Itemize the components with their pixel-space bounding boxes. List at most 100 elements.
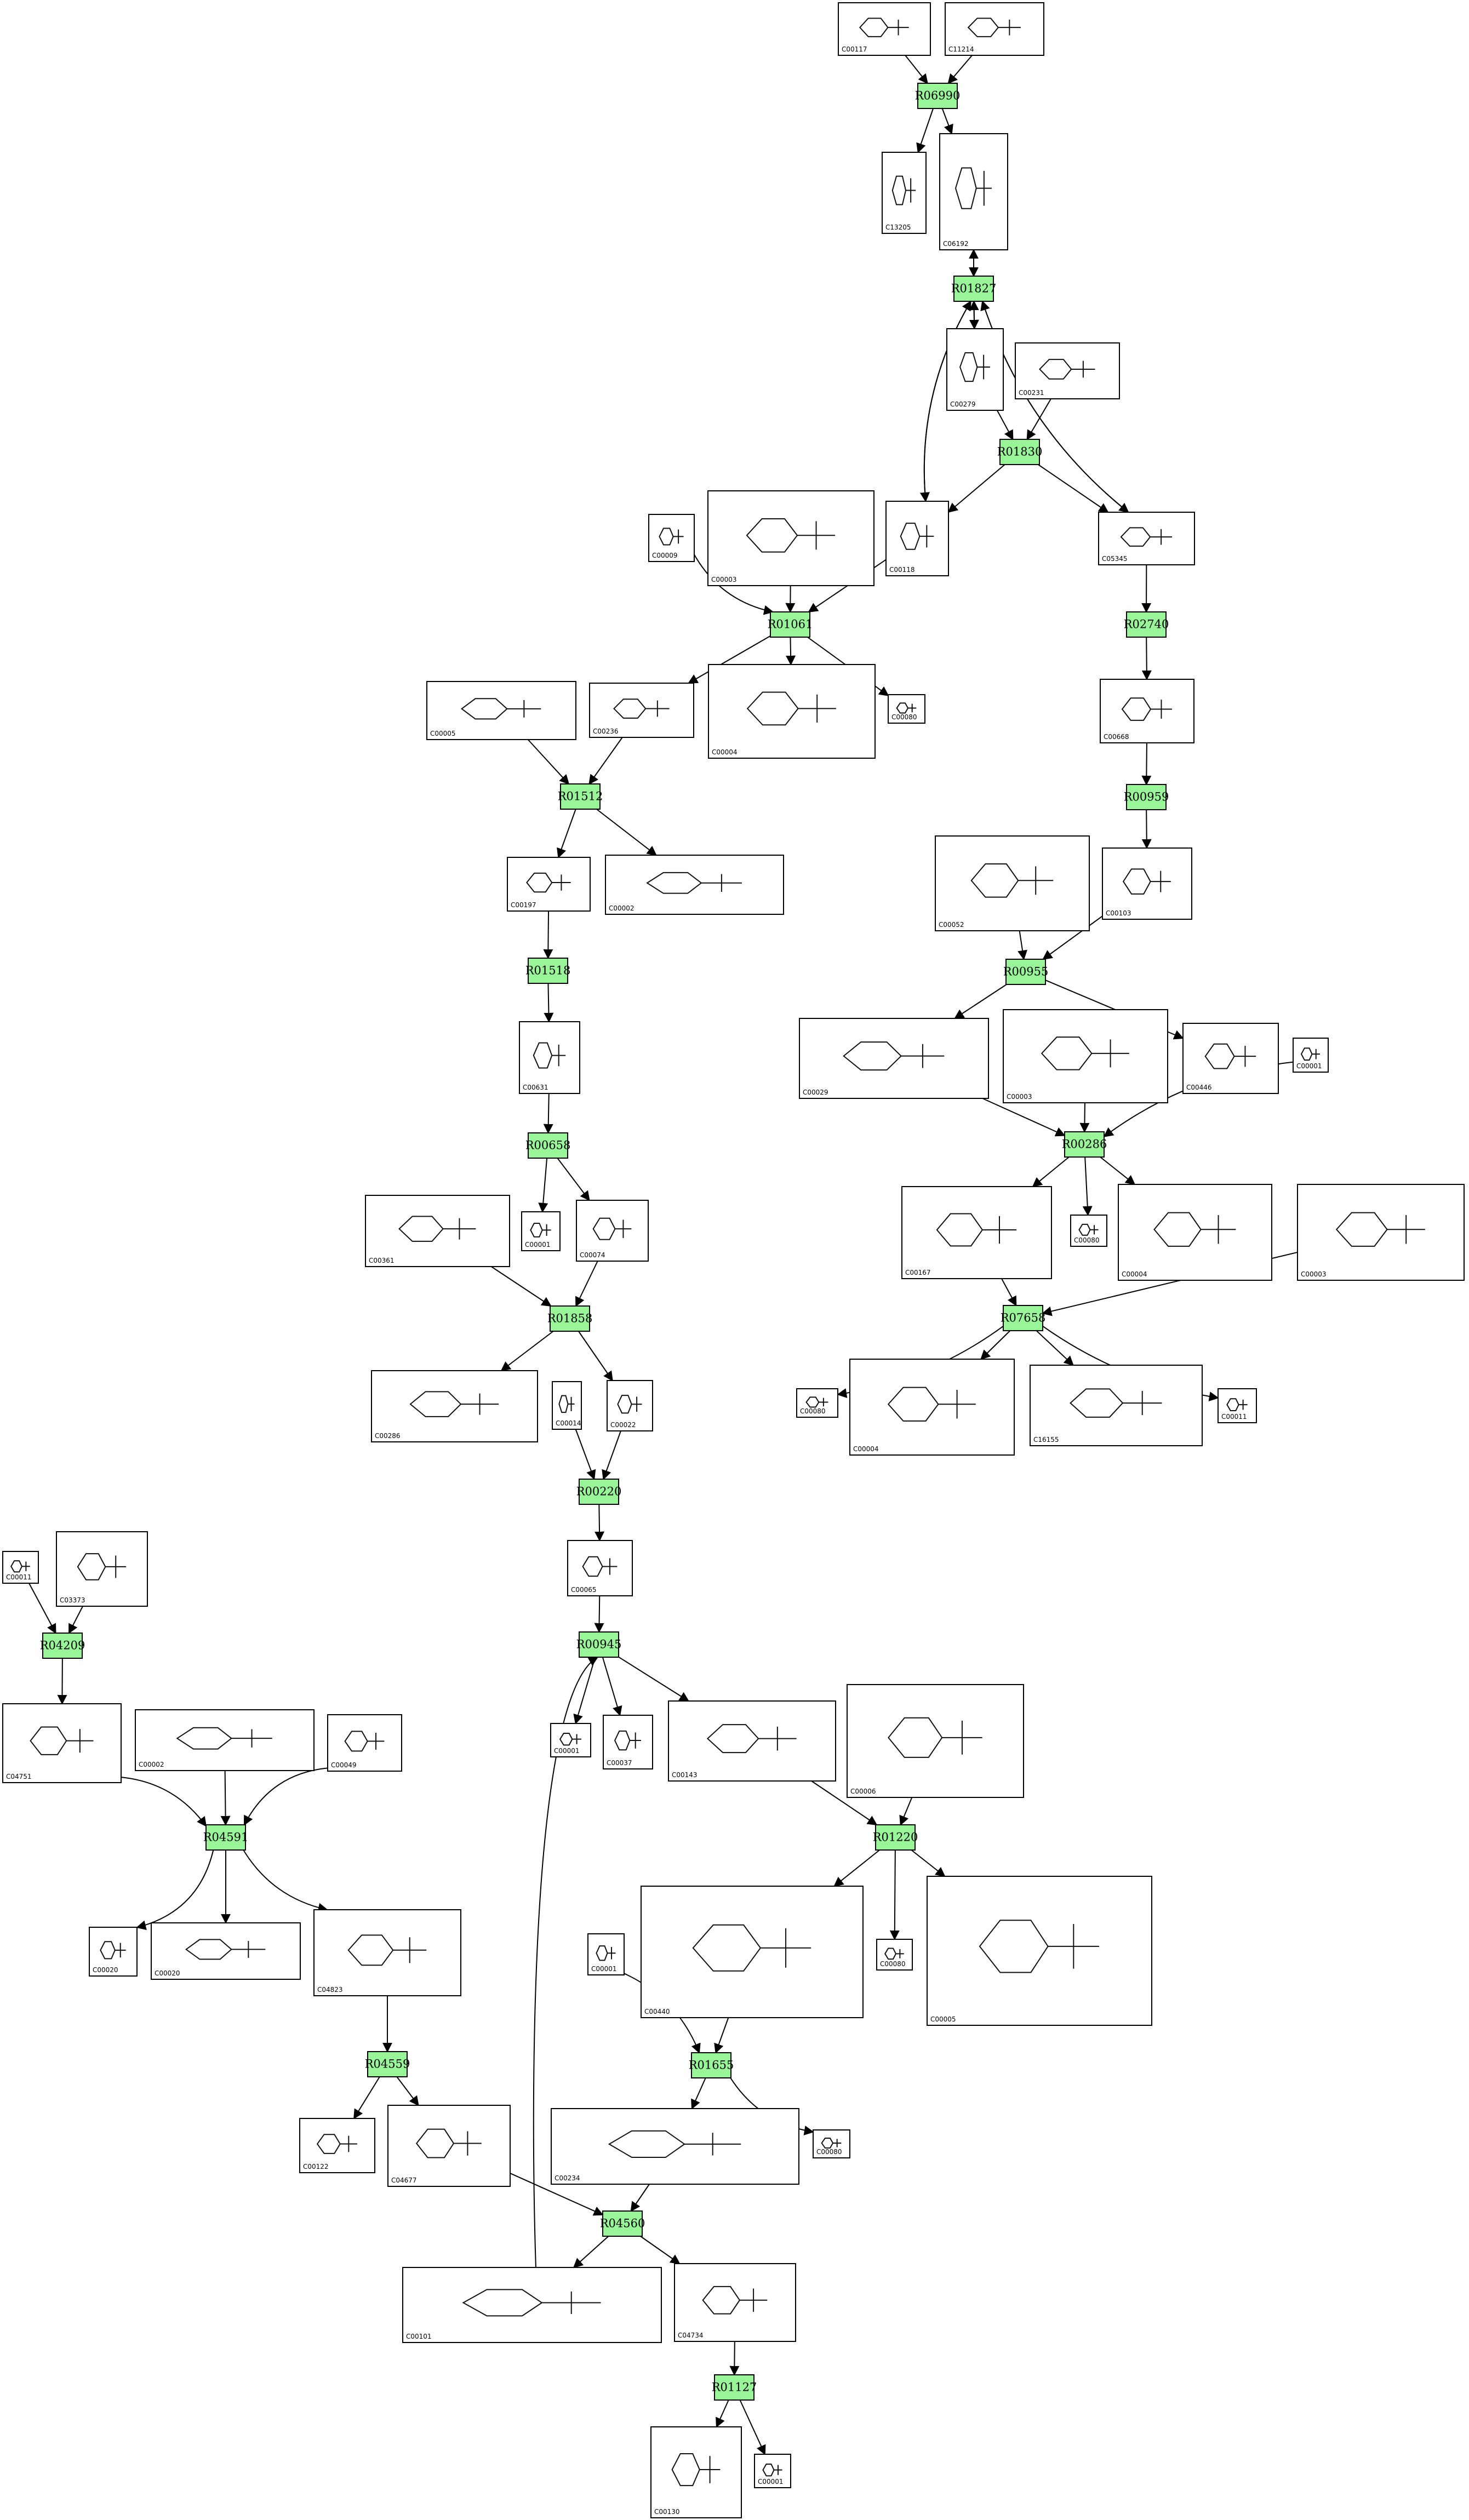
compound-C00231[interactable]: C00231 — [1015, 342, 1120, 399]
compound-C00074[interactable]: C00074 — [576, 1200, 649, 1262]
compound-C00143[interactable]: C00143 — [668, 1700, 836, 1782]
reaction-R00959[interactable]: R00959 — [1124, 784, 1169, 810]
compound-C04677[interactable]: C04677 — [387, 2105, 511, 2187]
compound-C00001[interactable]: C00001 — [521, 1211, 561, 1251]
compound-C00197[interactable]: C00197 — [507, 857, 591, 912]
compound-C00009[interactable]: C00009 — [648, 514, 695, 562]
compound-C00003[interactable]: C00003 — [1297, 1184, 1465, 1281]
compound-C00020[interactable]: C00020 — [151, 1922, 301, 1980]
compound-C04823[interactable]: C04823 — [313, 1909, 461, 1996]
compound-C00065[interactable]: C00065 — [567, 1540, 633, 1596]
compound-C00101[interactable]: C00101 — [402, 2267, 662, 2343]
reaction-R01061[interactable]: R01061 — [768, 611, 813, 638]
reaction-R04560[interactable]: R04560 — [600, 2210, 645, 2237]
compound-C00631[interactable]: C00631 — [519, 1021, 580, 1094]
compound-C00236[interactable]: C00236 — [589, 683, 694, 738]
compound-C00020[interactable]: C00020 — [89, 1927, 138, 1977]
reaction-R01512[interactable]: R01512 — [558, 783, 603, 810]
compound-C04734[interactable]: C04734 — [674, 2263, 796, 2342]
reaction-R04559[interactable]: R04559 — [365, 2051, 410, 2077]
reaction-R00955[interactable]: R00955 — [1003, 959, 1049, 985]
compound-C00014[interactable]: C00014 — [552, 1381, 582, 1430]
compound-C00118[interactable]: C00118 — [885, 501, 949, 576]
compound-C00440[interactable]: C00440 — [641, 1886, 864, 2018]
compound-C00001[interactable]: C00001 — [587, 1933, 625, 1975]
compound-C00002[interactable]: C00002 — [605, 855, 784, 915]
compound-C16155[interactable]: C16155 — [1030, 1365, 1203, 1446]
compound-box — [847, 1684, 1024, 1798]
compound-C00001[interactable]: C00001 — [754, 2454, 791, 2488]
reaction-R06990[interactable]: R06990 — [915, 83, 961, 109]
compound-C00361[interactable]: C00361 — [365, 1195, 510, 1267]
reaction-R01830[interactable]: R01830 — [997, 439, 1043, 465]
compound-C06192[interactable]: C06192 — [939, 133, 1008, 250]
compound-id-label: C00440 — [644, 2008, 670, 2015]
reaction-R01518[interactable]: R01518 — [525, 958, 571, 984]
compound-C00103[interactable]: C00103 — [1102, 847, 1192, 920]
compound-C00234[interactable]: C00234 — [551, 2108, 799, 2185]
reaction-R00945[interactable]: R00945 — [576, 1631, 622, 1658]
compound-C11214[interactable]: C11214 — [945, 2, 1044, 56]
structure-glyph — [592, 1217, 632, 1240]
reaction-R01220[interactable]: R01220 — [873, 1824, 918, 1851]
edge-R01858-C00286 — [500, 1331, 554, 1372]
compound-C00080[interactable]: C00080 — [796, 1388, 838, 1418]
compound-C00286[interactable]: C00286 — [371, 1370, 538, 1442]
reaction-R02740[interactable]: R02740 — [1124, 611, 1169, 638]
reaction-R01858[interactable]: R01858 — [547, 1305, 593, 1332]
compound-C00037[interactable]: C00037 — [603, 1715, 653, 1769]
compound-C00130[interactable]: C00130 — [650, 2426, 742, 2518]
compound-C00004[interactable]: C00004 — [1118, 1184, 1272, 1281]
compound-C00080[interactable]: C00080 — [1070, 1215, 1107, 1247]
compound-C04751[interactable]: C04751 — [2, 1703, 122, 1783]
compound-C00029[interactable]: C00029 — [799, 1018, 989, 1099]
reaction-label: R04560 — [600, 2217, 645, 2230]
reaction-R01827[interactable]: R01827 — [951, 276, 997, 302]
compound-C00080[interactable]: C00080 — [813, 2129, 850, 2158]
compound-C00011[interactable]: C00011 — [1218, 1388, 1257, 1423]
edge-R06990-C06192 — [941, 108, 953, 135]
reaction-R01127[interactable]: R01127 — [712, 2374, 757, 2401]
compound-C00003[interactable]: C00003 — [707, 490, 874, 586]
reaction-R00286[interactable]: R00286 — [1062, 1131, 1107, 1158]
compound-C00117[interactable]: C00117 — [838, 2, 931, 56]
structure-glyph — [1153, 1212, 1236, 1247]
compound-box — [507, 857, 591, 912]
compound-C00080[interactable]: C00080 — [876, 1939, 913, 1971]
compound-id-label: C00080 — [891, 713, 917, 721]
reaction-R04591[interactable]: R04591 — [203, 1824, 249, 1851]
edges-layer — [28, 55, 1298, 2455]
compound-C00005[interactable]: C00005 — [426, 681, 576, 740]
compound-C00002[interactable]: C00002 — [135, 1709, 315, 1771]
compound-C00022[interactable]: C00022 — [607, 1380, 653, 1431]
compound-C00122[interactable]: C00122 — [299, 2118, 375, 2173]
compound-C00001[interactable]: C00001 — [1293, 1038, 1329, 1073]
reaction-R01655[interactable]: R01655 — [689, 2052, 734, 2078]
compound-id-label: C00080 — [1074, 1236, 1100, 1244]
compound-C13205[interactable]: C13205 — [882, 152, 927, 234]
reaction-R00658[interactable]: R00658 — [525, 1132, 571, 1159]
compound-C00049[interactable]: C00049 — [327, 1714, 402, 1772]
compound-C00006[interactable]: C00006 — [847, 1684, 1024, 1798]
compound-C00080[interactable]: C00080 — [888, 694, 925, 724]
reaction-R04209[interactable]: R04209 — [40, 1633, 85, 1659]
compound-C00279[interactable]: C00279 — [946, 328, 1004, 411]
structure-glyph — [692, 1924, 811, 1972]
compound-C00001[interactable]: C00001 — [550, 1723, 591, 1757]
compound-C00003[interactable]: C00003 — [1003, 1009, 1168, 1103]
compound-C00167[interactable]: C00167 — [901, 1186, 1052, 1279]
compound-C00668[interactable]: C00668 — [1100, 679, 1194, 743]
reaction-R00220[interactable]: R00220 — [576, 1479, 622, 1505]
compound-C00011[interactable]: C00011 — [2, 1551, 39, 1584]
reaction-box — [550, 1305, 590, 1332]
reaction-R07658[interactable]: R07658 — [1001, 1305, 1046, 1331]
compound-C00005[interactable]: C00005 — [927, 1876, 1152, 2026]
compound-C00446[interactable]: C00446 — [1182, 1023, 1279, 1094]
compound-id-label: C00022 — [610, 1421, 636, 1429]
compound-C00004[interactable]: C00004 — [849, 1359, 1015, 1456]
compound-C00004[interactable]: C00004 — [708, 664, 876, 759]
reaction-box — [953, 276, 994, 302]
compound-C05345[interactable]: C05345 — [1098, 512, 1195, 565]
compound-C00052[interactable]: C00052 — [935, 835, 1090, 931]
compound-C03373[interactable]: C03373 — [56, 1531, 148, 1607]
